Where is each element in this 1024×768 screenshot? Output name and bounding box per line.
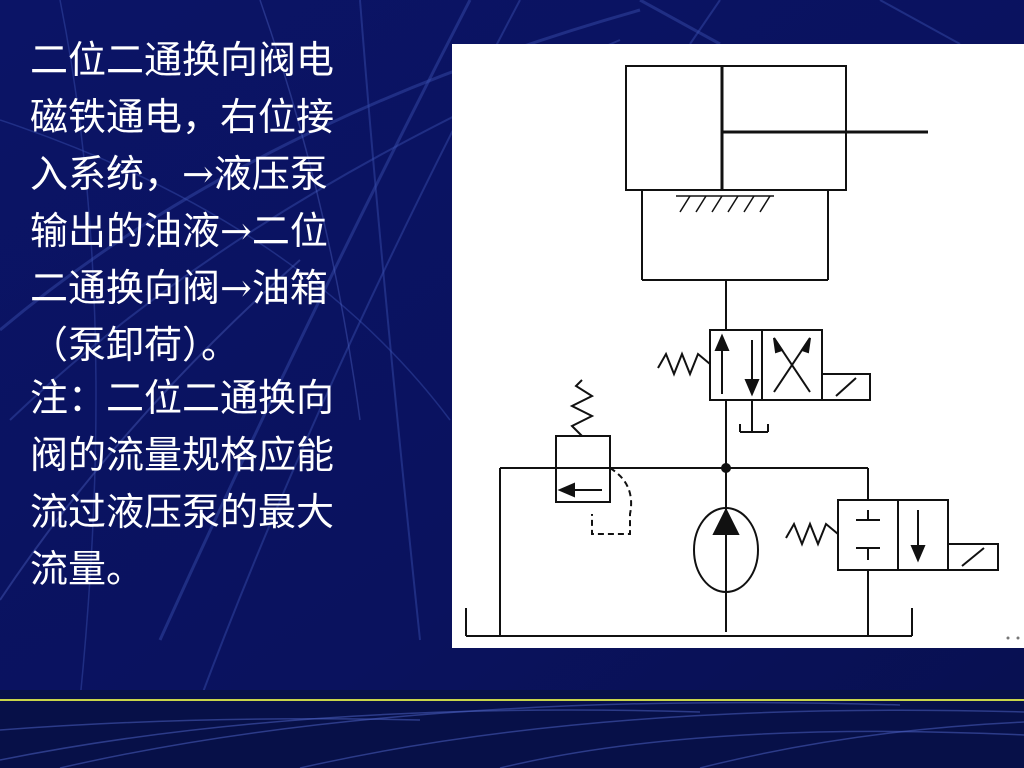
corner-dots <box>1006 636 1020 640</box>
hydraulic-circuit-svg <box>465 65 1020 640</box>
note-line: 流量。 <box>30 547 145 591</box>
hydraulic-cylinder <box>625 65 928 281</box>
description-line: 磁铁通电，右位接 <box>30 95 335 139</box>
description-line: 输出的油液→二位 <box>30 209 328 253</box>
note-paragraph: 注：二位二通换向 阀的流量规格应能 流过液压泵的最大 流量。 <box>30 370 410 598</box>
description-line: （泵卸荷）。 <box>30 323 240 367</box>
description-line: 二位二通换向阀电 <box>30 38 335 82</box>
ground-hatch <box>676 195 774 213</box>
two-position-two-way-valve-upper <box>657 280 871 433</box>
tank <box>465 608 913 637</box>
description-line: 入系统，→液压泵 <box>30 152 328 196</box>
two-position-two-way-valve-lower <box>785 468 999 636</box>
hydraulic-pump <box>693 507 759 632</box>
relief-valve <box>555 379 632 535</box>
description-line: 二通换向阀→油箱 <box>30 266 328 310</box>
description-paragraph: 二位二通换向阀电 磁铁通电，右位接 入系统，→液压泵 输出的油液→二位 二通换向… <box>30 32 410 374</box>
hydraulic-circuit-diagram <box>452 44 1024 648</box>
note-line: 注：二位二通换向 <box>30 376 335 420</box>
note-line: 阀的流量规格应能 <box>30 433 335 477</box>
note-line: 流过液压泵的最大 <box>30 490 335 534</box>
